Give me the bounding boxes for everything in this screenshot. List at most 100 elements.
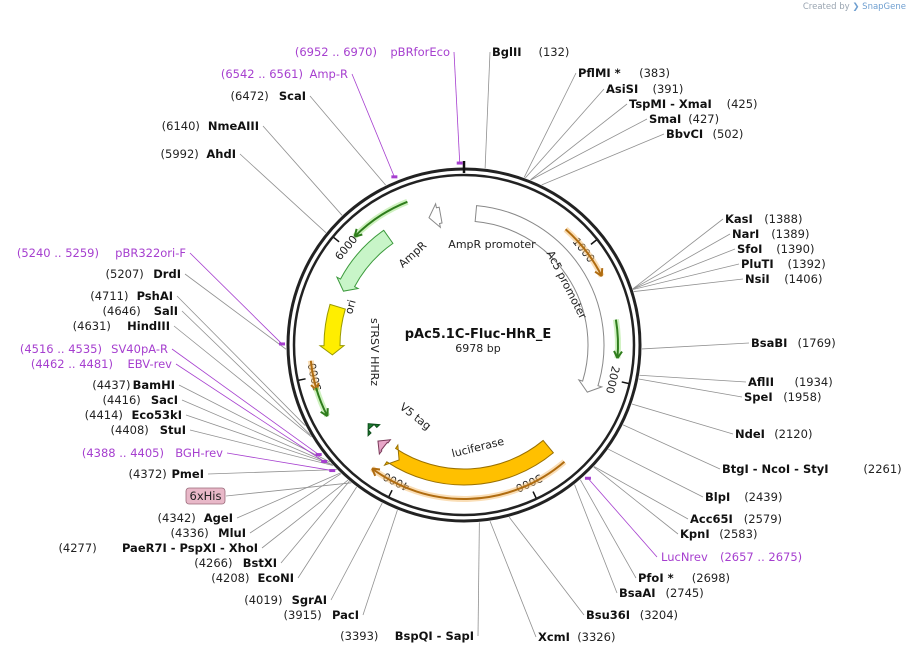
feature-label-v5-tag: V5 tag bbox=[397, 400, 433, 432]
site-position: (2579) bbox=[744, 512, 782, 526]
site-name: DrdI bbox=[153, 267, 181, 281]
site-label-left[interactable]: NmeAIII(6140) bbox=[162, 119, 259, 133]
primer-label[interactable]: pBR322ori-F(5240 .. 5259) bbox=[17, 246, 186, 260]
primer-leader bbox=[587, 478, 658, 558]
site-leader bbox=[309, 95, 386, 186]
site-leader bbox=[633, 263, 740, 290]
site-position: (1769) bbox=[798, 336, 836, 350]
site-label-left[interactable]: BspQI - SapI(3393) bbox=[340, 629, 474, 643]
site-name: PacI bbox=[332, 608, 359, 622]
site-label-left[interactable]: BamHI(4437) bbox=[92, 378, 175, 392]
ruler-label: 2000 bbox=[603, 365, 622, 395]
primer-label[interactable]: Amp-R(6542 .. 6561) bbox=[221, 67, 348, 81]
site-label-right[interactable]: PflMI *(383) bbox=[578, 66, 670, 80]
site-position: (391) bbox=[653, 82, 684, 96]
site-name: Acc65I bbox=[690, 512, 733, 526]
site-label-left[interactable]: PacI (3915) bbox=[284, 608, 359, 622]
site-position: (4711) bbox=[90, 289, 128, 303]
site-label-left[interactable]: PaeR7I - PspXI - XhoI(4277) bbox=[58, 541, 258, 555]
site-label-left[interactable]: ScaI(6472) bbox=[231, 89, 306, 103]
arc-green-amp-halo bbox=[352, 198, 409, 239]
site-label-right[interactable]: KpnI(2583) bbox=[680, 527, 757, 541]
backbone-inner bbox=[292, 173, 636, 517]
primer-label[interactable]: BGH-rev(4388 .. 4405) bbox=[82, 446, 223, 460]
site-label-right[interactable]: PfoI *(2698) bbox=[638, 571, 730, 585]
site-position: (425) bbox=[727, 97, 758, 111]
site-position: (1390) bbox=[776, 242, 814, 256]
site-label-left[interactable]: BstXI (4266) bbox=[194, 556, 277, 570]
site-label-right[interactable]: BbvCI(502) bbox=[666, 127, 743, 141]
site-name: EcoNI bbox=[258, 571, 294, 585]
site-name: AgeI bbox=[204, 511, 233, 525]
site-leader bbox=[633, 278, 744, 292]
ruler-tick bbox=[590, 239, 597, 245]
primer-name: Amp-R bbox=[309, 67, 348, 81]
arc-orange-luc bbox=[371, 460, 566, 500]
feature-strsv-hhrz bbox=[367, 423, 381, 437]
site-label-left[interactable]: StuI(4408) bbox=[111, 423, 186, 437]
site-label-right[interactable]: XcmI(3326) bbox=[538, 630, 615, 644]
site-label-left[interactable]: SgrAI(4019) bbox=[244, 593, 327, 607]
site-label-right[interactable]: PluTI(1392) bbox=[741, 257, 826, 271]
primer-leader bbox=[189, 252, 283, 345]
site-position: (4266) bbox=[194, 556, 232, 570]
site-position: (3915) bbox=[284, 608, 322, 622]
site-label-right[interactable]: SmaI(427) bbox=[649, 112, 719, 126]
site-position: (4414) bbox=[85, 408, 123, 422]
site-label-right[interactable]: KasI(1388) bbox=[725, 212, 802, 226]
site-label-right[interactable]: BsaAI(2745) bbox=[619, 586, 704, 600]
site-label-right[interactable]: SfoI(1390) bbox=[737, 242, 814, 256]
primer-label[interactable]: SV40pA-R(4516 .. 4535) bbox=[20, 342, 168, 356]
site-label-left[interactable]: AhdI(5992) bbox=[161, 147, 236, 161]
site-label-right[interactable]: NdeI(2120) bbox=[735, 427, 812, 441]
site-label-left[interactable]: MluI(4336) bbox=[171, 526, 246, 540]
site-label-right[interactable]: TspMI - XmaI(425) bbox=[629, 97, 758, 111]
site-position: (1389) bbox=[771, 227, 809, 241]
site-leader bbox=[508, 516, 585, 616]
site-position: (1406) bbox=[784, 272, 822, 286]
feature-label-ori: ori bbox=[342, 298, 358, 315]
site-position: (2120) bbox=[774, 427, 812, 441]
site-name: BstXI bbox=[243, 556, 277, 570]
site-label-right[interactable]: BtgI - NcoI - StyI(2261) bbox=[722, 462, 902, 476]
primer-label[interactable]: pBRforEco(6952 .. 6970) bbox=[295, 45, 450, 59]
site-position: (427) bbox=[688, 112, 719, 126]
site-label-left[interactable]: EcoNI(4208) bbox=[211, 571, 294, 585]
site-label-right[interactable]: BglII(132) bbox=[492, 45, 569, 59]
tag-6xhis[interactable]: 6xHis bbox=[185, 487, 226, 505]
site-leader bbox=[632, 218, 724, 290]
site-name: NmeAIII bbox=[208, 119, 259, 133]
site-leader bbox=[477, 522, 480, 637]
site-label-right[interactable]: Acc65I (2579) bbox=[690, 512, 782, 526]
ruler-tick bbox=[333, 236, 340, 243]
primer-range: (6952 .. 6970) bbox=[295, 45, 377, 59]
primer-marker bbox=[584, 476, 591, 480]
site-leader bbox=[541, 133, 665, 186]
site-label-right[interactable]: AsiSI(391) bbox=[606, 82, 683, 96]
site-label-left[interactable]: Eco53kI(4414) bbox=[85, 408, 182, 422]
site-label-right[interactable]: BlpI(2439) bbox=[705, 490, 782, 504]
primer-leader bbox=[175, 363, 325, 462]
site-label-left[interactable]: SacI(4416) bbox=[103, 393, 178, 407]
site-position: (4342) bbox=[158, 511, 196, 525]
site-label-right[interactable]: NsiI (1406) bbox=[745, 272, 822, 286]
site-label-right[interactable]: Bsu36I(3204) bbox=[586, 608, 678, 622]
primer-marker bbox=[315, 453, 322, 457]
primer-label[interactable]: EBV-rev(4462 .. 4481) bbox=[31, 357, 172, 371]
site-label-right[interactable]: BsaBI (1769) bbox=[751, 336, 836, 350]
site-name: BsaBI bbox=[751, 336, 787, 350]
primer-leader bbox=[453, 51, 461, 164]
site-name: NsiI bbox=[745, 272, 770, 286]
site-label-left[interactable]: SalI(4646) bbox=[103, 304, 178, 318]
site-label-right[interactable]: AflII(1934) bbox=[748, 375, 833, 389]
site-name: Bsu36I bbox=[586, 608, 630, 622]
site-label-left[interactable]: PmeI(4372) bbox=[129, 467, 204, 481]
site-label-left[interactable]: DrdI(5207) bbox=[106, 267, 181, 281]
site-label-left[interactable]: PshAI(4711) bbox=[90, 289, 173, 303]
primer-label[interactable]: LucNrev(2657 .. 2675) bbox=[661, 550, 802, 564]
site-label-left[interactable]: HindIII(4631) bbox=[73, 319, 170, 333]
site-leader bbox=[330, 502, 383, 601]
site-label-right[interactable]: NarI(1389) bbox=[732, 227, 809, 241]
site-label-left[interactable]: AgeI (4342) bbox=[158, 511, 233, 525]
site-label-right[interactable]: SpeI(1958) bbox=[744, 390, 821, 404]
